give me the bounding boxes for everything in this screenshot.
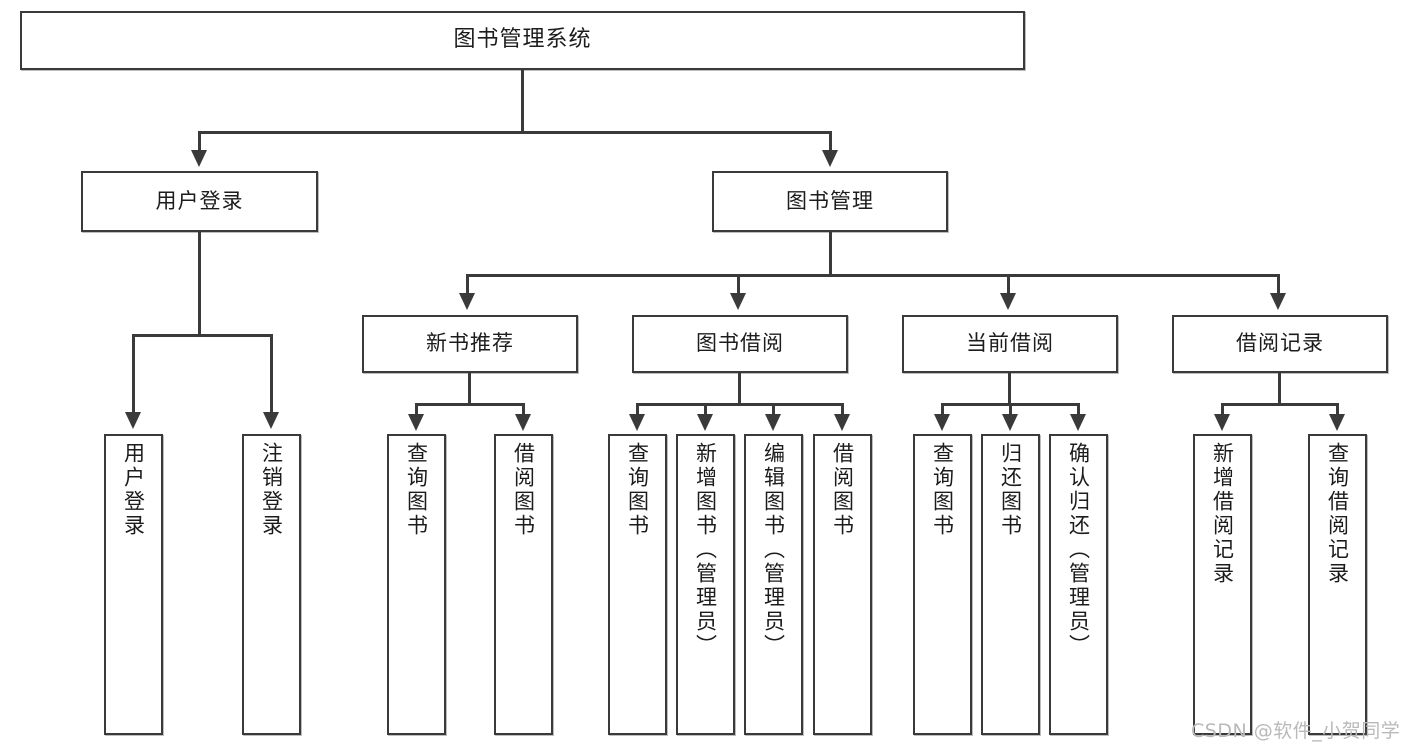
node-current-borrow-label: 当前借阅 — [966, 331, 1054, 356]
arrowhead-br-leaf-1 — [1214, 414, 1230, 431]
leaf-borrow-edit-book[interactable]: 编辑图书（管理员） — [744, 434, 803, 735]
arrowhead-cb-leaf-3 — [1070, 414, 1086, 431]
connector-cb-drop-1 — [941, 403, 944, 417]
leaf-record-add[interactable]: 新增借阅记录 — [1193, 434, 1252, 735]
connector-br-drop-2 — [1336, 403, 1339, 417]
leaf-record-query[interactable]: 查询借阅记录 — [1308, 434, 1367, 735]
node-book-borrow-label: 图书借阅 — [696, 331, 784, 356]
connector-user-login-drop-1 — [132, 334, 135, 416]
node-new-book-recommend[interactable]: 新书推荐 — [362, 315, 578, 373]
arrowhead-leaf-user-login-1 — [125, 412, 141, 429]
connector-br-bus — [1221, 403, 1339, 406]
arrowhead-cb-leaf-2 — [1002, 414, 1018, 431]
connector-bb-drop-2 — [704, 403, 707, 417]
arrowhead-bb-leaf-4 — [834, 414, 850, 431]
node-book-borrow[interactable]: 图书借阅 — [632, 315, 848, 373]
leaf-current-confirm-return[interactable]: 确认归还（管理员） — [1049, 434, 1108, 735]
connector-root-bus — [198, 131, 832, 134]
leaf-current-confirm-return-label: 确认归还（管理员） — [1066, 442, 1091, 658]
connector-bm-drop-4 — [1277, 274, 1280, 296]
connector-bm-drop-2 — [737, 274, 740, 296]
connector-book-manage-stem — [829, 232, 832, 277]
leaf-new-book-query[interactable]: 查询图书 — [387, 434, 446, 735]
connector-br-stem — [1278, 373, 1281, 406]
arrowhead-bb-leaf-1 — [629, 414, 645, 431]
connector-user-login-stem — [198, 232, 201, 337]
connector-nbr-drop-2 — [522, 403, 525, 417]
leaf-record-add-label: 新增借阅记录 — [1210, 442, 1235, 586]
connector-bb-drop-4 — [841, 403, 844, 417]
node-root-label: 图书管理系统 — [453, 27, 592, 53]
connector-bb-drop-1 — [636, 403, 639, 417]
arrowhead-book-borrow — [730, 293, 746, 310]
connector-user-login-drop-2 — [270, 334, 273, 416]
connector-nbr-drop-1 — [415, 403, 418, 417]
connector-bb-drop-3 — [772, 403, 775, 417]
leaf-borrow-query-book[interactable]: 查询图书 — [608, 434, 667, 735]
node-user-login-label: 用户登录 — [155, 188, 244, 213]
arrowhead-bb-leaf-2 — [697, 414, 713, 431]
connector-bb-bus — [636, 403, 844, 406]
node-root[interactable]: 图书管理系统 — [20, 11, 1025, 70]
arrowhead-br-leaf-2 — [1329, 414, 1345, 431]
leaf-borrow-query-book-label: 查询图书 — [625, 442, 650, 538]
node-borrow-record-label: 借阅记录 — [1236, 331, 1324, 356]
connector-bm-drop-1 — [466, 274, 469, 296]
node-current-borrow[interactable]: 当前借阅 — [902, 315, 1118, 373]
connector-user-login-bus — [132, 334, 273, 337]
node-user-login[interactable]: 用户登录 — [81, 171, 318, 232]
arrowhead-current-borrow — [1000, 293, 1016, 310]
leaf-borrow-edit-book-label: 编辑图书（管理员） — [761, 442, 786, 658]
arrowhead-new-book — [459, 293, 475, 310]
connector-bb-stem — [738, 373, 741, 406]
connector-cb-stem — [1008, 373, 1011, 406]
leaf-user-login-login[interactable]: 用户登录 — [104, 434, 163, 735]
leaf-user-login-logout-label: 注销登录 — [259, 442, 284, 538]
leaf-new-book-borrow-label: 借阅图书 — [511, 442, 536, 538]
leaf-current-query-book-label: 查询图书 — [930, 442, 955, 538]
connector-br-drop-1 — [1221, 403, 1224, 417]
leaf-record-query-label: 查询借阅记录 — [1325, 442, 1350, 586]
node-book-manage[interactable]: 图书管理 — [712, 171, 948, 232]
arrowhead-cb-leaf-1 — [934, 414, 950, 431]
node-borrow-record[interactable]: 借阅记录 — [1172, 315, 1388, 373]
connector-root-stem — [521, 70, 524, 133]
connector-cb-drop-2 — [1009, 403, 1012, 417]
leaf-borrow-add-book-label: 新增图书（管理员） — [693, 442, 718, 658]
connector-nbr-stem — [468, 373, 471, 406]
arrowhead-bb-leaf-3 — [765, 414, 781, 431]
leaf-current-return-book-label: 归还图书 — [998, 442, 1023, 538]
arrowhead-nbr-leaf-1 — [408, 414, 424, 431]
leaf-current-return-book[interactable]: 归还图书 — [981, 434, 1040, 735]
leaf-borrow-borrow-book-label: 借阅图书 — [830, 442, 855, 538]
connector-book-manage-bus — [466, 274, 1280, 277]
connector-bm-drop-3 — [1007, 274, 1010, 296]
node-new-book-recommend-label: 新书推荐 — [426, 331, 514, 356]
connector-nbr-bus — [415, 403, 525, 406]
leaf-user-login-login-label: 用户登录 — [121, 442, 146, 538]
leaf-borrow-borrow-book[interactable]: 借阅图书 — [813, 434, 872, 735]
arrowhead-leaf-user-login-2 — [263, 412, 279, 429]
leaf-new-book-borrow[interactable]: 借阅图书 — [494, 434, 553, 735]
connector-root-drop-1 — [198, 131, 201, 154]
arrowhead-user-login — [191, 150, 207, 167]
arrowhead-book-manage — [822, 150, 838, 167]
leaf-user-login-logout[interactable]: 注销登录 — [242, 434, 301, 735]
connector-cb-drop-3 — [1077, 403, 1080, 417]
leaf-borrow-add-book[interactable]: 新增图书（管理员） — [676, 434, 735, 735]
connector-root-drop-2 — [829, 131, 832, 154]
leaf-current-query-book[interactable]: 查询图书 — [913, 434, 972, 735]
leaf-new-book-query-label: 查询图书 — [404, 442, 429, 538]
arrowhead-borrow-record — [1270, 293, 1286, 310]
node-book-manage-label: 图书管理 — [786, 188, 874, 213]
arrowhead-nbr-leaf-2 — [515, 414, 531, 431]
